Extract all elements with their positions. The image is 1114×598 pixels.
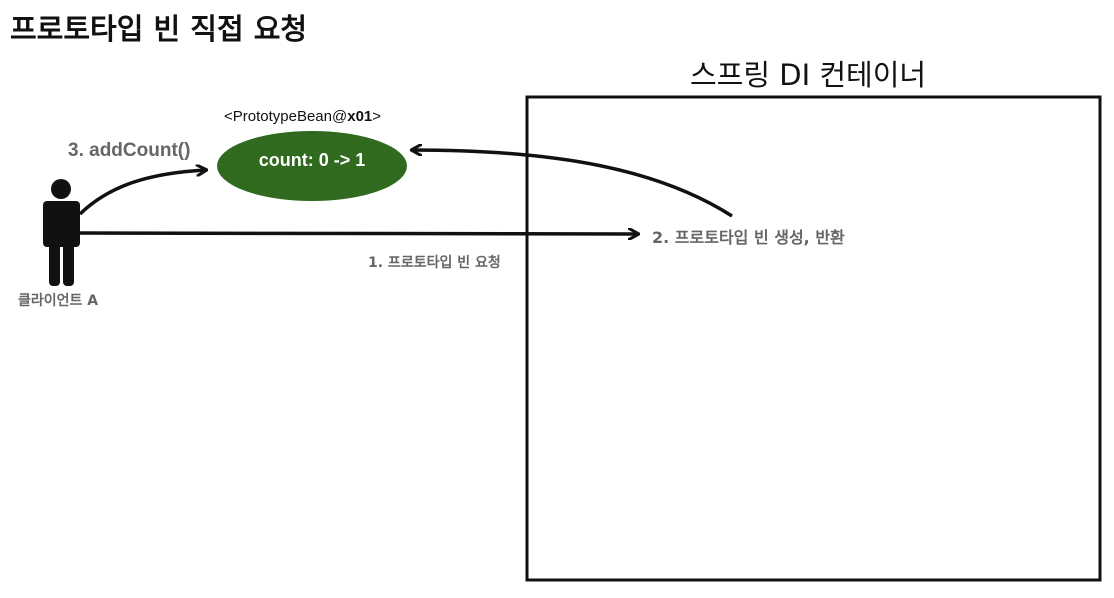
client-figure-icon <box>43 179 80 286</box>
step1-label: 1. 프로토타입 빈 요청 <box>368 255 501 271</box>
bean-label: <PrototypeBean@x01> <box>224 108 381 125</box>
client-label: 클라이언트 A <box>18 293 99 309</box>
bean-label-id: x01 <box>347 108 373 125</box>
bean-label-suffix: > <box>372 108 382 125</box>
arrow-addcount <box>78 170 206 216</box>
step2-label: 2. 프로토타입 빈 생성, 반환 <box>652 228 845 247</box>
page-title: 프로토타입 빈 직접 요청 <box>10 12 308 46</box>
prototype-bean-ellipse <box>217 131 407 201</box>
arrow-return <box>412 150 733 218</box>
container-title: 스프링 DI 컨테이너 <box>690 58 927 92</box>
arrow-request <box>77 233 638 234</box>
container-box <box>525 95 1102 582</box>
step3-label: 3. addCount() <box>68 140 191 161</box>
bean-state: count: 0 -> 1 <box>258 150 366 170</box>
bean-label-prefix: <PrototypeBean@ <box>224 108 348 125</box>
